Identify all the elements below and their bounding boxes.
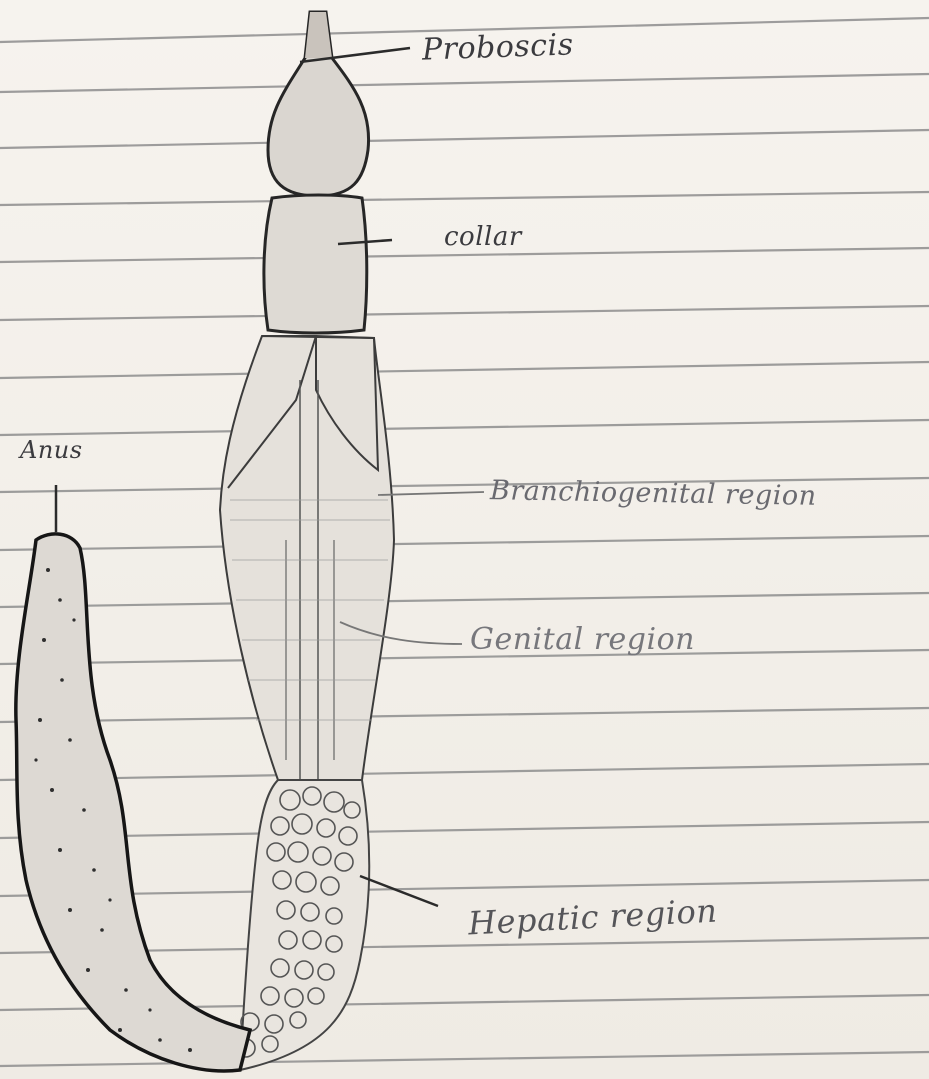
collar-shape <box>264 195 367 333</box>
label-anus: Anus <box>20 436 83 464</box>
label-proboscis: Proboscis <box>421 27 574 67</box>
label-branchiogenital-region: Branchiogenital region <box>490 475 817 512</box>
label-collar: collar <box>444 222 522 252</box>
label-genital-region: Genital region <box>470 622 695 657</box>
ruled-lines <box>0 18 929 1066</box>
tail-shape <box>16 534 250 1071</box>
hepatic-pointer <box>360 876 438 906</box>
branchiogenital-region-shape <box>220 336 394 780</box>
proboscis-shape <box>268 12 369 196</box>
branchiogenital-pointer <box>378 492 484 495</box>
